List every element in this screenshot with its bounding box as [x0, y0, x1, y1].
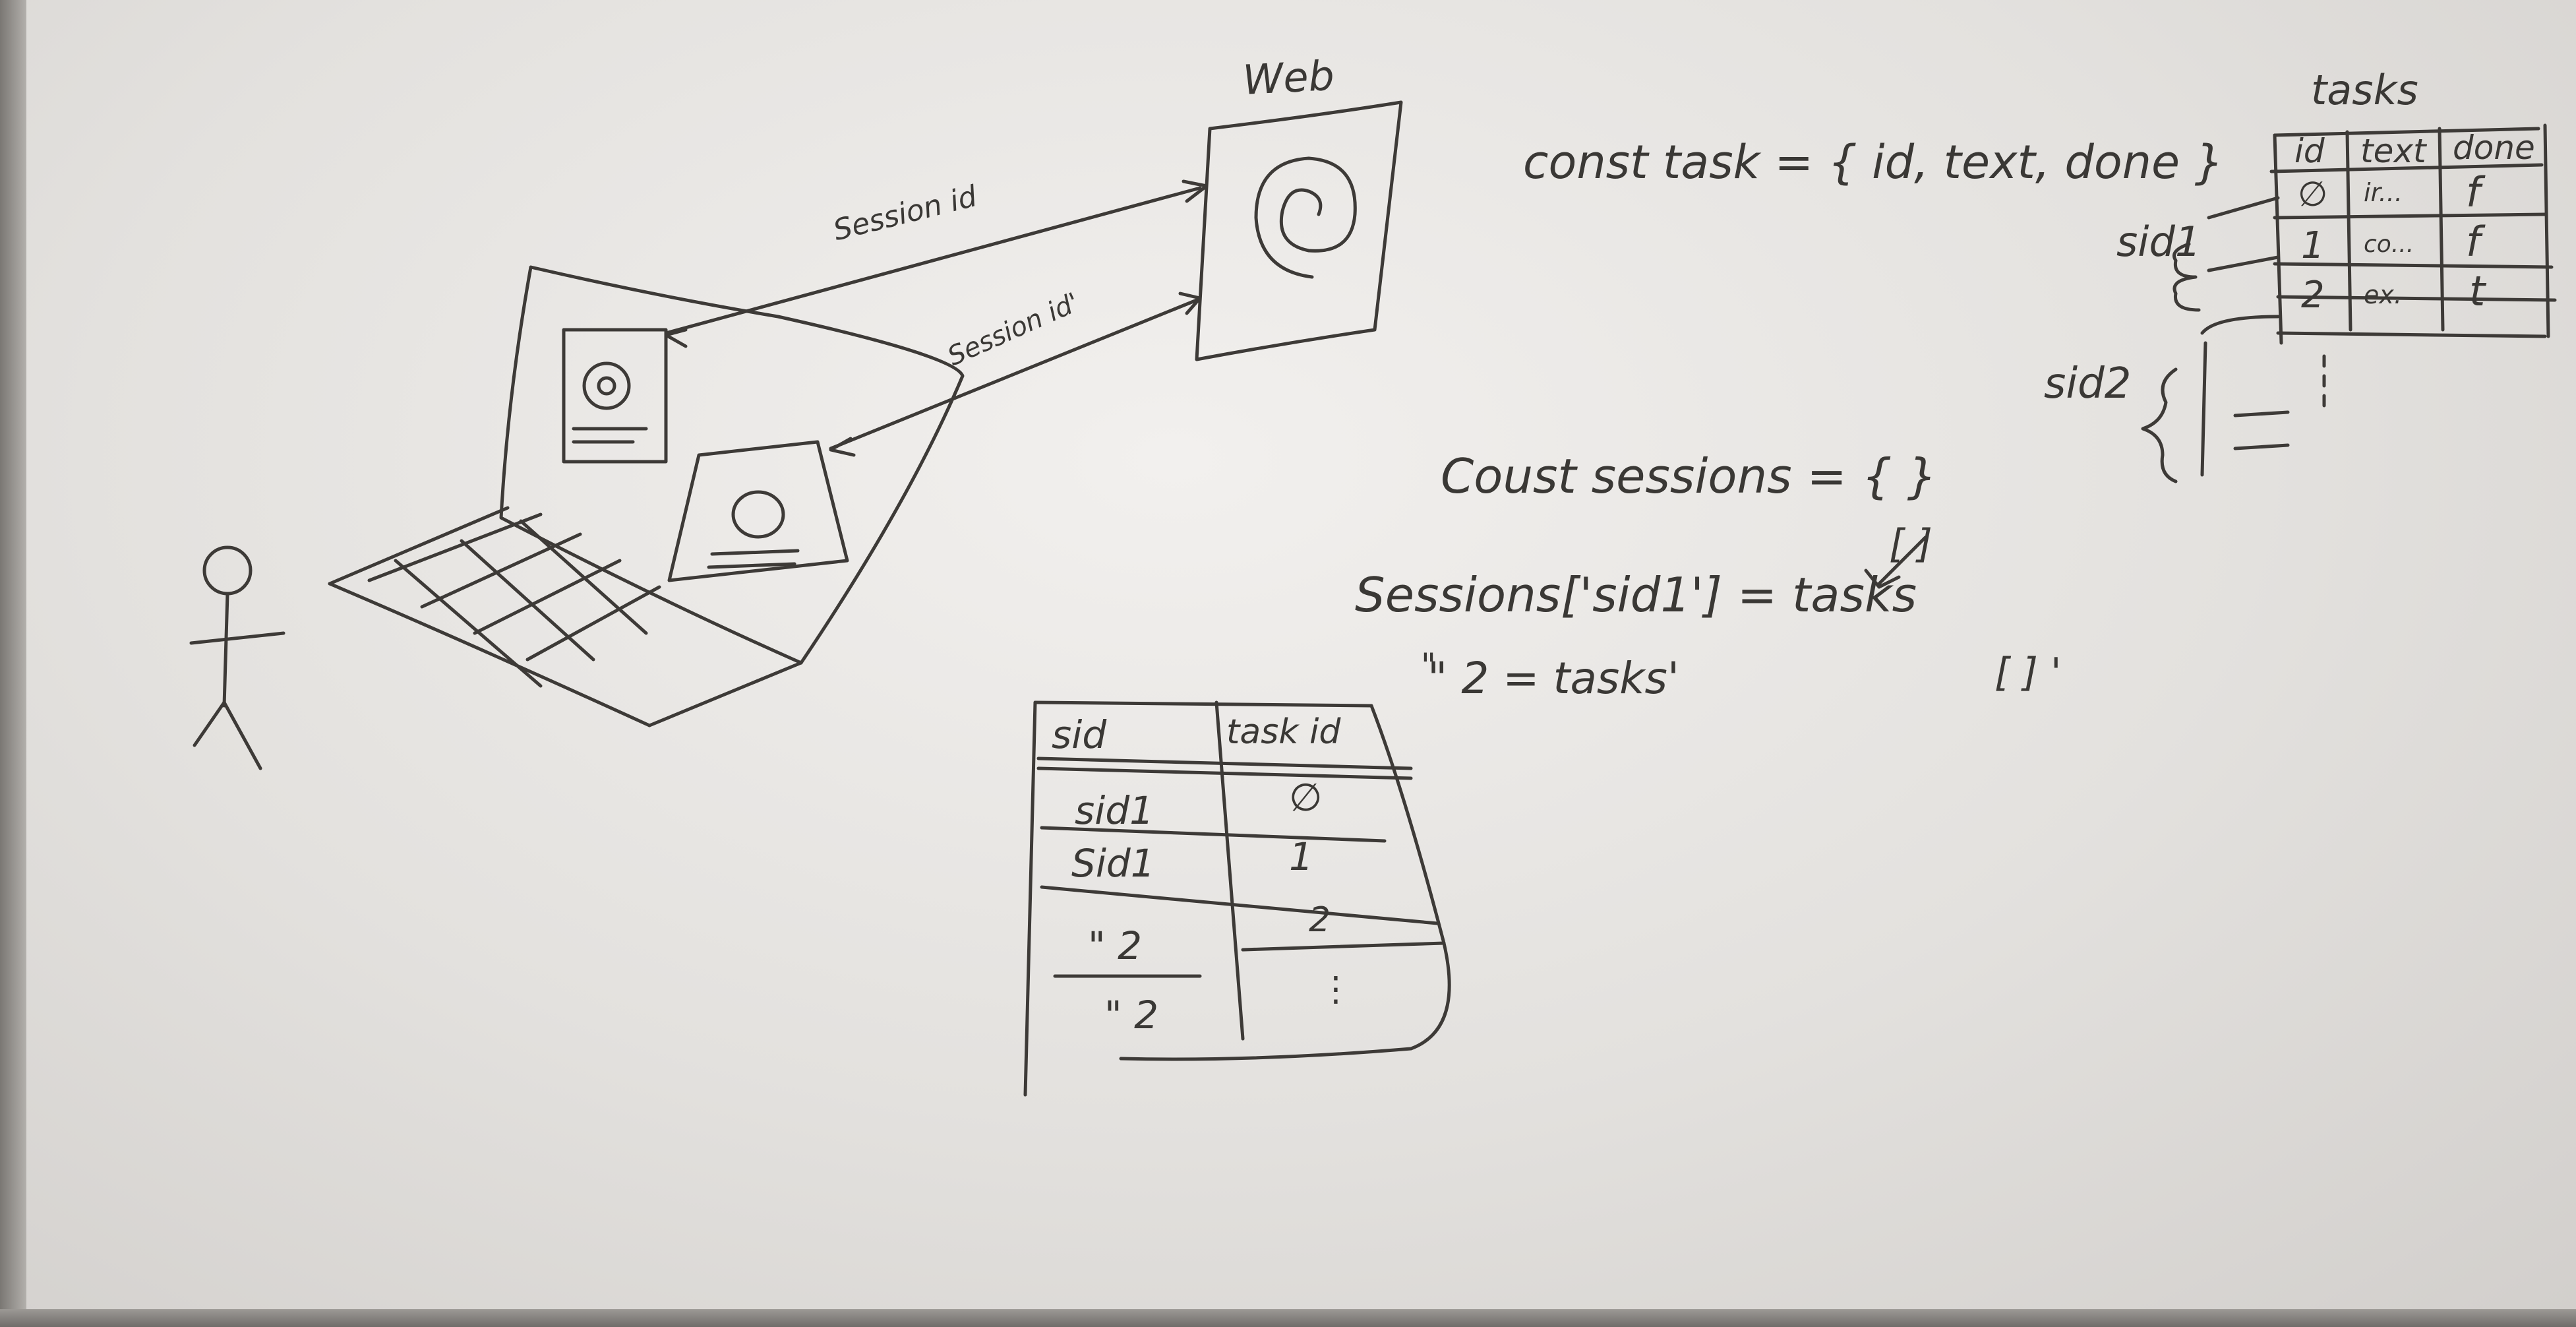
empty-array-1: [ ]: [1889, 521, 1932, 567]
sid-table-row2-sid: " 2: [1088, 923, 1143, 968]
tasks-row1-done: f: [2466, 218, 2480, 266]
tasks-row0-done: f: [2466, 168, 2480, 216]
sid-table-row2-task: 2: [1309, 900, 1331, 940]
sid-table-row3-task: ⋮: [1319, 970, 1353, 1009]
sid-table-sketch: [1023, 700, 1451, 1097]
sid-table-row3-sid: " 2: [1104, 993, 1159, 1037]
tasks-row0-text: ir...: [2364, 178, 2403, 207]
sid-table-row1-task: 1: [1289, 834, 1313, 879]
assign-sid1-code: Sessions['sid1'] = tasks: [1355, 567, 1917, 623]
sid1-label: sid1: [2116, 218, 2202, 266]
tasks-header-done: done: [2453, 129, 2535, 167]
sid2-label: sid2: [2044, 359, 2132, 408]
whiteboard-surface: [26, 0, 2576, 1309]
laptop-sketch: [328, 265, 965, 727]
const-task-code: const task = { id, text, done }: [1523, 135, 2224, 189]
tasks-header-id: id: [2294, 132, 2325, 170]
ditto-mark: ": [1421, 646, 1436, 685]
web-server-box: [1195, 100, 1403, 361]
web-label: Web: [1242, 51, 1336, 104]
tasks-header-text: text: [2360, 132, 2426, 170]
tasks-row1-id: 1: [2301, 224, 2325, 267]
assign-sid2-code: " 2 = tasks': [1427, 653, 1680, 704]
const-sessions-code: Coust sessions = { }: [1441, 448, 1938, 504]
sid-table-row1-sid: Sid1: [1071, 841, 1155, 886]
tasks-row2-done: t: [2469, 267, 2486, 315]
sid-table-header-sid: sid: [1052, 712, 1107, 757]
tasks-row0-id: ∅: [2298, 175, 2328, 214]
tasks-row1-text: co...: [2364, 231, 2414, 258]
sid-table-header-taskid: task id: [1226, 712, 1341, 752]
empty-array-2: [ ] ': [1994, 650, 2062, 696]
pointer-arrow: [1864, 536, 1927, 589]
tasks-row2-id: 2: [2301, 274, 2325, 317]
tasks-row2-text: ex.: [2364, 280, 2402, 309]
stick-figure: [189, 545, 285, 770]
tasks-table-sketch: [2141, 123, 2557, 483]
tasks-table-title: tasks: [2311, 66, 2418, 114]
whiteboard-ledge: [0, 1309, 2576, 1327]
whiteboard-frame: [0, 0, 26, 1327]
sid-table-row0-sid: sid1: [1075, 788, 1154, 833]
session-arrows: [664, 179, 1209, 457]
sid-table-row0-task: ∅: [1289, 775, 1323, 820]
